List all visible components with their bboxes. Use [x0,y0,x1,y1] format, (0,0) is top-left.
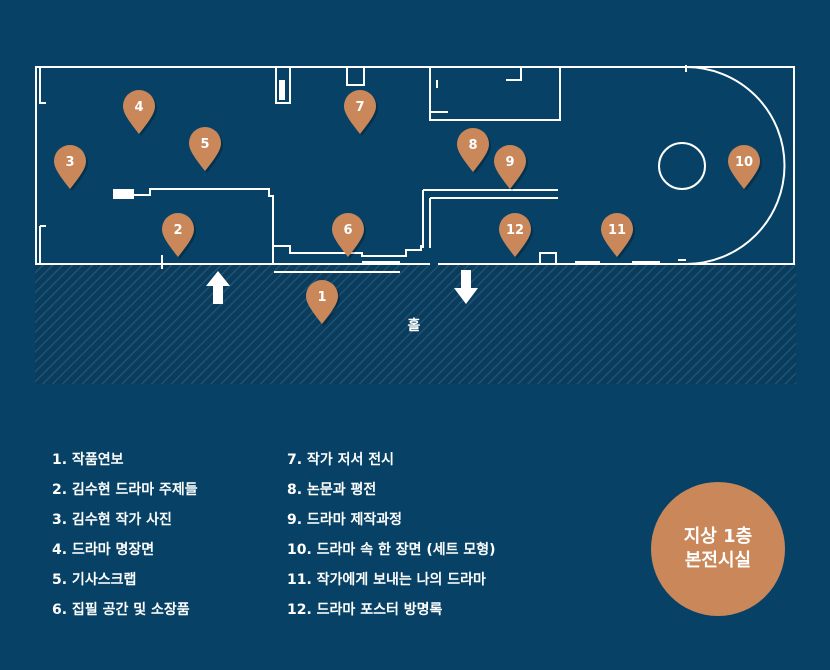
location-pin-icon: 6 [332,213,366,259]
pin-number: 6 [343,223,352,238]
floor-badge: 지상 1층 본전시실 [651,482,785,616]
legend-item: 8. 논문과 평전 [287,482,377,498]
pin-number: 5 [200,137,209,152]
legend-item: 7. 작가 저서 전시 [287,452,394,468]
legend-right-column: 7. 작가 저서 전시 8. 논문과 평전 9. 드라마 제작과정 10. 드라마 속… [287,450,496,630]
pin-number: 9 [505,155,514,170]
location-pin-icon: 8 [457,128,491,174]
legend-item: 3. 김수현 작가 사진 [52,512,172,528]
pin-number: 1 [317,290,326,305]
hall-label: 홀 [408,317,421,334]
arrow-up-icon [206,271,230,304]
pin-number: 2 [173,223,182,238]
floor-plan: 홀 [35,65,796,384]
legend-item: 2. 김수현 드라마 주제들 [52,482,198,498]
location-pin-icon: 3 [54,145,88,191]
location-pin-icon: 10 [728,145,762,191]
pin-number: 7 [355,100,364,115]
legend-item: 12. 드라마 포스터 방명록 [287,602,443,618]
location-pin-icon: 12 [499,213,533,259]
hall-area [35,264,796,384]
legend-item: 10. 드라마 속 한 장면 (세트 모형) [287,542,496,558]
location-pin-icon: 2 [162,213,196,259]
pin-number: 11 [608,223,626,238]
legend-item: 1. 작품연보 [52,452,124,468]
pin-number: 8 [468,138,477,153]
column [279,80,285,100]
set-model-circle [658,142,706,190]
location-pin-icon: 9 [494,145,528,191]
legend-item: 9. 드라마 제작과정 [287,512,402,528]
location-pin-icon: 11 [601,213,635,259]
legend-item: 5. 기사스크랩 [52,572,137,588]
location-pin-icon: 7 [344,90,378,136]
legend-item: 11. 작가에게 보내는 나의 드라마 [287,572,486,588]
pin-number: 4 [134,100,143,115]
location-pin-icon: 4 [123,90,157,136]
pin-number: 12 [506,223,524,238]
location-pin-icon: 1 [306,280,340,326]
inner-walls [39,67,686,273]
pin-number: 10 [735,155,753,170]
floor-badge-line2: 본전시실 [684,550,752,571]
pin-number: 3 [65,155,74,170]
column [113,189,134,199]
arrow-down-icon [454,270,478,304]
location-pin-icon: 5 [189,127,223,173]
floor-badge-line1: 지상 1층 [683,526,753,547]
legend-item: 6. 집필 공간 및 소장품 [52,602,190,618]
legend-left-column: 1. 작품연보 2. 김수현 드라마 주제들 3. 김수현 작가 사진 4. 드라마 … [52,450,198,630]
building-walls [35,65,795,265]
legend-item: 4. 드라마 명장면 [52,542,155,558]
